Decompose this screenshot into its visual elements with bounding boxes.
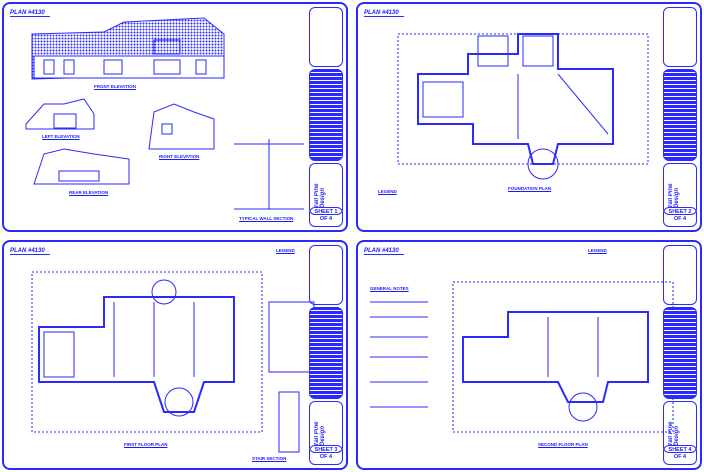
caption-wall-section: TYPICAL WALL SECTION <box>239 216 294 221</box>
caption-first-floor-plan: FIRST FLOOR PLAN <box>124 442 168 447</box>
caption-front-elevation: FRONT ELEVATION <box>94 84 136 89</box>
title-block: Tall Pine Design SHEET 1 OF 4 <box>309 7 343 227</box>
sheet-first-floor: PLAN #4130 FIRST FLOOR PLAN LEGEND STAIR… <box>2 240 348 470</box>
sheet-second-floor: PLAN #4130 GENERAL NOTES LEGEND SECOND F… <box>356 240 702 470</box>
brand-logo: Tall Pine Design <box>314 183 326 208</box>
sheet-elevations: PLAN #4130 FRONT ELEVATION LEFT ELEVATIO… <box>2 2 348 232</box>
caption-legend: LEGEND <box>378 189 397 194</box>
plan-number: PLAN #4130 <box>10 248 50 255</box>
first-floor-drawing <box>31 271 315 453</box>
caption-rear-elevation: REAR ELEVATION <box>69 190 109 195</box>
sheet-number: SHEET 1 OF 4 <box>314 209 338 222</box>
brand-logo: Tall Pine Design <box>668 183 680 208</box>
sheet-number: SHEET 3 OF 4 <box>314 447 338 460</box>
title-block: Tall Pine Design SHEET 4 OF 4 <box>663 245 697 465</box>
caption-legend: LEGEND <box>588 248 607 253</box>
caption-legend: LEGEND <box>276 248 295 253</box>
sheet-number: SHEET 2 OF 4 <box>668 209 692 222</box>
second-floor-drawing <box>370 281 674 433</box>
sheet-foundation: PLAN #4130 FOUNDATION PLAN LEGEND Tall P… <box>356 2 702 232</box>
brand-logo: Tall Pine Design <box>314 421 326 446</box>
caption-stair-section: STAIR SECTION <box>252 456 287 461</box>
caption-foundation-plan: FOUNDATION PLAN <box>508 186 552 191</box>
plan-number: PLAN #4130 <box>364 248 404 255</box>
sheet-number: SHEET 4 OF 4 <box>668 447 692 460</box>
caption-right-elevation: RIGHT ELEVATION <box>159 154 200 159</box>
caption-left-elevation: LEFT ELEVATION <box>42 134 80 139</box>
title-block: Tall Pine Design SHEET 2 OF 4 <box>663 7 697 227</box>
brand-logo: Tall Pine Design <box>668 421 680 446</box>
elevation-drawings <box>25 17 304 210</box>
title-block: Tall Pine Design SHEET 3 OF 4 <box>309 245 343 465</box>
plan-number: PLAN #4130 <box>10 10 50 17</box>
caption-second-floor-plan: SECOND FLOOR PLAN <box>538 442 588 447</box>
caption-general-notes: GENERAL NOTES <box>370 286 409 291</box>
plan-number: PLAN #4130 <box>364 10 404 17</box>
foundation-drawing <box>397 33 649 180</box>
